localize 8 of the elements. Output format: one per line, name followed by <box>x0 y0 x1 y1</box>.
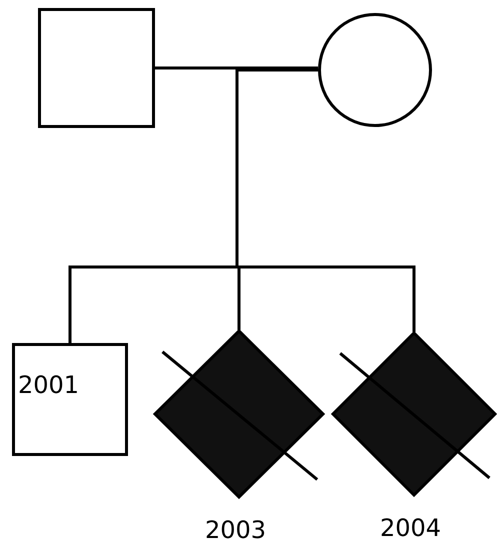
male-square-symbol <box>38 8 155 128</box>
deceased-affected-diamond-symbol <box>154 330 324 498</box>
male-square-symbol <box>12 343 128 456</box>
deceased-affected-diamond-symbol <box>332 332 496 496</box>
female-circle-symbol <box>318 13 432 127</box>
year-label: 2004 <box>380 516 442 540</box>
year-label: 2001 <box>18 373 80 397</box>
year-label: 2003 <box>205 518 266 542</box>
